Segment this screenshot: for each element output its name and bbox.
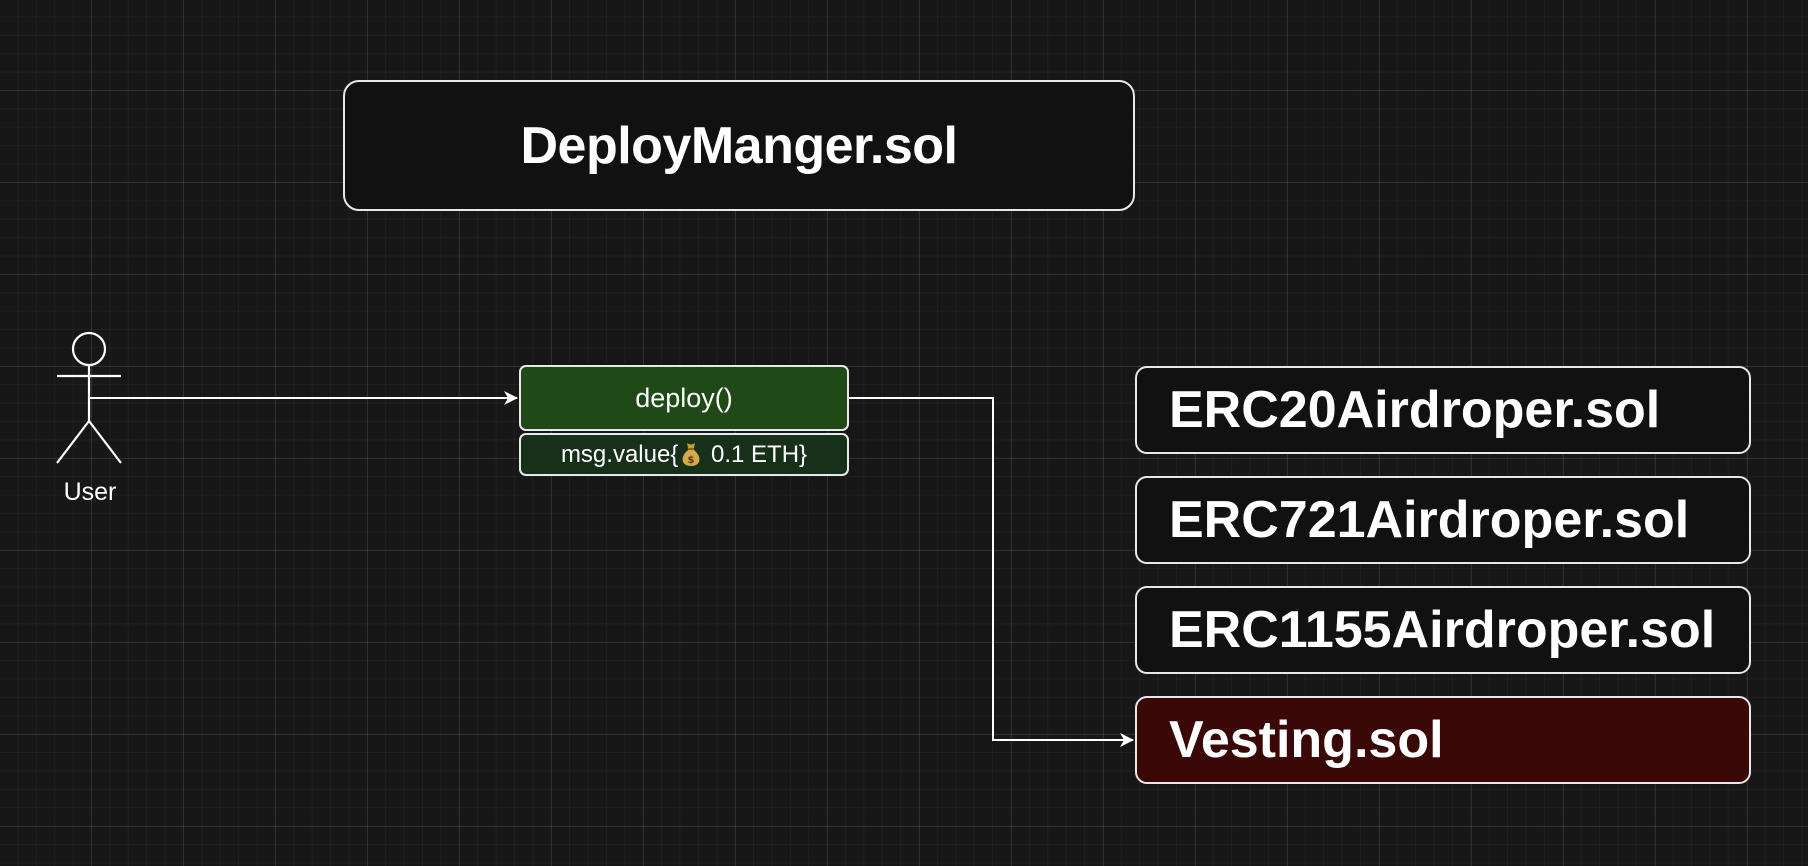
msg-value-label: msg.value{ $ 0.1 ETH}: [561, 441, 807, 469]
contract-box-erc721: ERC721Airdroper.sol: [1135, 476, 1751, 564]
money-bag-icon: $: [682, 442, 700, 466]
actor-head: [71, 331, 107, 367]
msg-value-prefix: msg.value{: [560, 440, 679, 468]
user-actor-icon: [56, 331, 122, 464]
msg-value-amount: 0.1 ETH}: [704, 440, 808, 468]
contract-label-erc721: ERC721Airdroper.sol: [1169, 491, 1690, 549]
deploy-method-label: deploy(): [635, 382, 733, 413]
contract-label-vesting: Vesting.sol: [1169, 711, 1444, 769]
deploy-manager-title: DeployManger.sol: [520, 116, 959, 175]
actor-right-leg: [88, 420, 122, 464]
contract-box-vesting: Vesting.sol: [1135, 696, 1751, 784]
contract-box-erc20: ERC20Airdroper.sol: [1135, 366, 1751, 454]
svg-text:$: $: [688, 455, 695, 466]
deploy-method-box: deploy(): [519, 365, 849, 431]
arrow-deploy-to-vesting: [849, 397, 1134, 747]
contract-label-erc20: ERC20Airdroper.sol: [1169, 381, 1661, 439]
user-actor-label: User: [63, 478, 117, 506]
msg-value-box: msg.value{ $ 0.1 ETH}: [519, 433, 849, 476]
actor-left-leg: [56, 420, 90, 464]
contract-box-erc1155: ERC1155Airdroper.sol: [1135, 586, 1751, 674]
deploy-manager-contract-box: DeployManger.sol: [343, 80, 1135, 211]
contract-label-erc1155: ERC1155Airdroper.sol: [1169, 601, 1716, 659]
